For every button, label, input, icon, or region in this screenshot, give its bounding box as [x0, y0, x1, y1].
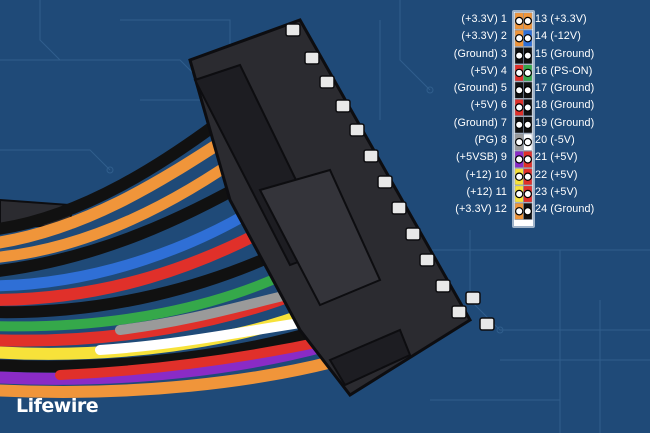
- pin-hole: [523, 172, 533, 181]
- left-pin-label: (Ground) 7: [453, 116, 507, 129]
- left-pin-label: (+5VSB) 9: [455, 151, 507, 164]
- pin-hole: [514, 34, 524, 43]
- pin-hole: [523, 85, 533, 95]
- left-pin-label: (+3.3V) 12: [455, 203, 507, 216]
- right-pin-label: 15 (Ground): [535, 47, 595, 60]
- pin-hole: [514, 189, 524, 199]
- right-pin-label: 21 (+5V): [535, 151, 578, 164]
- right-pin-label: 13 (+3.3V): [535, 13, 587, 25]
- pin-hole: [514, 85, 524, 95]
- pin-hole: [523, 34, 533, 43]
- pin-hole: [514, 51, 524, 60]
- right-pin-label: 18 (Ground): [535, 99, 595, 112]
- left-pin-label: (+3.3V) 2: [461, 30, 507, 43]
- connector-pin-latches: [285, 23, 495, 331]
- left-pin-label: (+12) 11: [466, 185, 507, 198]
- pin-hole: [523, 51, 533, 60]
- pin-hole: [523, 16, 533, 26]
- pin-grid: [514, 12, 533, 220]
- pin-hole: [514, 155, 524, 164]
- pin-hole: [514, 137, 524, 147]
- pin-hole: [514, 207, 524, 216]
- right-pin-label: 24 (Ground): [535, 203, 595, 216]
- pin-hole: [523, 103, 533, 112]
- right-pin-label: 16 (PS-ON): [535, 64, 593, 77]
- pinout-diagram: [512, 10, 535, 228]
- left-pin-label: (Ground) 3: [453, 47, 507, 60]
- pin-hole: [523, 137, 533, 147]
- pin-hole: [514, 16, 524, 26]
- left-pin-labels: (+3.3V) 1 (+3.3V) 2 (Ground) 3 (+5V) 4 (Grou…: [454, 11, 507, 219]
- right-pin-label: 20 (-5V): [535, 134, 575, 147]
- pin-hole: [514, 172, 524, 181]
- pin-hole: [523, 189, 533, 199]
- pin-hole: [523, 155, 533, 164]
- left-pin-label: (Ground) 5: [453, 82, 507, 95]
- right-pin-label: 23 (+5V): [535, 185, 578, 198]
- right-pin-label: 17 (Ground): [535, 82, 595, 95]
- left-pin-label: (+5V) 6: [470, 99, 507, 112]
- right-pin-label: 22 (+5V): [535, 168, 578, 181]
- atx-connector-housing: [188, 18, 473, 397]
- left-pin-label: (+5V) 4: [470, 64, 507, 77]
- pin-hole: [523, 207, 533, 216]
- left-pin-label: (+12) 10: [465, 168, 507, 181]
- brand-logo: Lifewire: [16, 395, 99, 417]
- pin-hole: [514, 120, 524, 130]
- left-pin-label: (+3.3V) 1: [461, 13, 507, 25]
- right-pin-label: 14 (-12V): [535, 30, 581, 43]
- right-pin-labels: 13 (+3.3V) 14 (-12V) 15 (Ground) 16 (PS-ON)…: [535, 11, 594, 219]
- pin-hole: [514, 103, 524, 112]
- pin-hole: [523, 68, 533, 78]
- left-pin-label: (PG) 8: [474, 134, 507, 147]
- right-pin-label: 19 (Ground): [535, 116, 595, 129]
- pin-hole: [514, 68, 524, 78]
- pin-hole: [523, 120, 533, 130]
